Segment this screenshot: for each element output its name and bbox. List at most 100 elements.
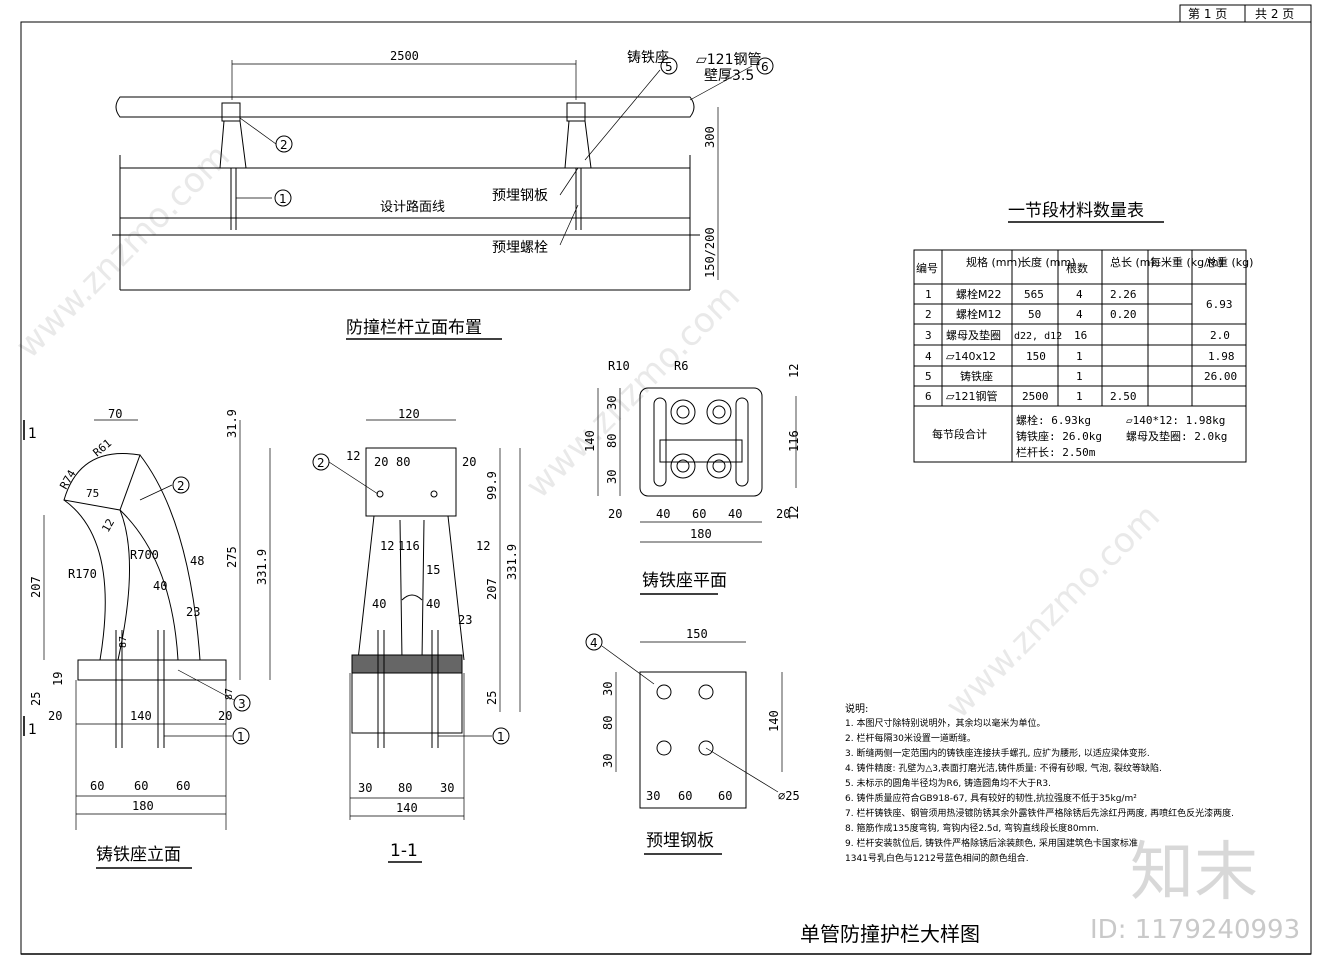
pipe-wall-label: 壁厚3.5 [704, 68, 754, 84]
dim-150-200: 150/200 [703, 227, 717, 278]
base-plate-hatch [351, 654, 463, 674]
r6-spec: ▱121钢管 [946, 389, 997, 403]
s11-callout-1: 1 [497, 730, 505, 744]
seat-callout-3: 3 [238, 697, 246, 711]
s11-dim-23: 23 [458, 613, 472, 627]
r4-len: 150 [1026, 350, 1046, 363]
notes-heading: 说明: [845, 702, 868, 715]
th-unit-weight: 每米重 (kg/m) [1150, 255, 1223, 269]
plan-20-a: 20 [608, 507, 622, 521]
plate-callout-4: 4 [590, 636, 598, 650]
svg-text:www.znzmo.com: www.znzmo.com [938, 496, 1168, 726]
th-count: 根数 [1066, 261, 1088, 275]
dim-75: 75 [86, 487, 99, 500]
r2-spec: 螺栓M12 [956, 307, 1002, 321]
callout-6: 6 [761, 60, 769, 74]
dim-60-c: 60 [176, 779, 190, 793]
s11-dim-331-9: 331.9 [505, 544, 519, 580]
plan-12-bottom: 12 [787, 506, 801, 520]
plate-60-a: 60 [678, 789, 692, 803]
r2-total: 0.20 [1110, 308, 1137, 321]
r3-weight: 2.0 [1210, 329, 1230, 342]
plan-20-b: 20 [776, 507, 790, 521]
s11-callout-2: 2 [317, 456, 325, 470]
r1-spec: 螺栓M22 [956, 287, 1002, 301]
th-no: 编号 [916, 261, 938, 275]
dim-23: 23 [186, 605, 200, 619]
note-line: 6. 铸件质量应符合GB918-67, 具有较好的韧性,抗拉强度不低于35kg/… [845, 792, 1137, 804]
dim-87-a: 87 [118, 636, 129, 648]
th-total-weight: 总重 (kg) [1206, 255, 1253, 269]
note-line: 8. 箍筋作成135度弯钩, 弯钩内径2.5d, 弯钩直线段长度80mm. [845, 822, 1099, 834]
page-indicator: 第 1 页 共 2 页 [1179, 4, 1312, 23]
dim-r700: R700 [130, 548, 159, 562]
dim-40: 40 [153, 579, 167, 593]
table-row: 4 ▱140x12 150 1 1.98 [925, 350, 1235, 363]
r3-no: 3 [925, 329, 932, 342]
r6-len: 2500 [1022, 390, 1049, 403]
s11-dim-30-a: 30 [358, 781, 372, 795]
embedded-plate-view: 150 30 80 30 140 30 60 60 ⌀25 4 预埋钢板 [585, 627, 800, 855]
seat-plan-view: R10 R6 12 30 80 30 140 116 20 40 60 40 2… [583, 359, 801, 595]
r6-total: 2.50 [1110, 390, 1137, 403]
r5-count: 1 [1076, 370, 1083, 383]
table-row: 2 螺栓M12 50 4 0.20 [925, 307, 1137, 321]
plan-r10: R10 [608, 359, 630, 373]
dim-20-left: 20 [48, 709, 62, 723]
table-title: 一节段材料数量表 [1008, 201, 1144, 221]
note-line: 1341号乳白色与1212号蓝色相间的颜色组合. [845, 852, 1029, 864]
road-line-label: 设计路面线 [380, 199, 445, 215]
plan-30-b: 30 [605, 470, 619, 484]
summary-nuts: 螺母及垫圈: 2.0kg [1126, 429, 1227, 443]
note-line: 4. 铸件精度: 孔壁为△3,表面打磨光洁,铸件质量: 不得有砂眼, 气泡, 裂… [845, 762, 1162, 774]
plan-12-top: 12 [787, 364, 801, 378]
notes: 说明: 1. 本图尺寸除特别说明外，其余均以毫米为单位。 2. 栏杆每隔30米设… [845, 702, 1234, 864]
r4-count: 1 [1076, 350, 1083, 363]
r5-weight: 26.00 [1204, 370, 1237, 383]
th-length: 长度 (mm) [1020, 255, 1076, 269]
elevation-title: 防撞栏杆立面布置 [346, 318, 482, 338]
pipe-label: ▱121钢管 [696, 52, 762, 68]
plate-30-b: 30 [601, 754, 615, 768]
dim-r170: R170 [68, 567, 97, 581]
summary-length: 栏杆长: 2.50m [1016, 445, 1096, 459]
dim-275: 275 [225, 546, 239, 568]
r1-no: 1 [925, 288, 932, 301]
dim-87-b: 87 [224, 688, 235, 700]
page-total: 共 2 页 [1255, 7, 1294, 21]
plate-title: 预埋钢板 [646, 831, 714, 851]
plate-30-c: 30 [646, 789, 660, 803]
plan-40-b: 40 [728, 507, 742, 521]
r2-count: 4 [1076, 308, 1083, 321]
s11-dim-99-9: 99.9 [485, 471, 499, 500]
r5-spec: 铸铁座 [960, 369, 993, 383]
svg-text:www.znzmo.com: www.znzmo.com [8, 136, 238, 366]
seat-label: 铸铁座 [627, 50, 669, 66]
r1-total: 2.26 [1110, 288, 1137, 301]
seat-callout-1: 1 [237, 730, 245, 744]
plate-150: 150 [686, 627, 708, 641]
plan-60: 60 [692, 507, 706, 521]
drawing-title: 单管防撞护栏大样图 [800, 922, 980, 946]
table-row: 1 螺栓M22 565 4 2.26 [925, 287, 1137, 301]
s11-dim-20-b: 20 [462, 455, 476, 469]
dim-20-right: 20 [218, 709, 232, 723]
s11-dim-40-a: 40 [372, 597, 386, 611]
table-row: 5 铸铁座 1 26.00 [925, 369, 1237, 383]
s11-dim-20-a: 20 [374, 455, 388, 469]
table-row: 3 螺母及垫圈 d22, d12 16 2.0 [925, 328, 1230, 342]
seat-callout-2: 2 [177, 479, 185, 493]
dim-19: 19 [51, 672, 65, 686]
s11-dim-80: 80 [396, 455, 410, 469]
r2-len: 50 [1028, 308, 1041, 321]
dim-60-a: 60 [90, 779, 104, 793]
r4-weight: 1.98 [1208, 350, 1235, 363]
r3-len: d22, d12 [1014, 331, 1062, 342]
seat-elevation-title: 铸铁座立面 [96, 845, 181, 865]
note-line: 7. 栏杆铸铁座、钢管须用热浸镀防锈其余外露铁件严格除锈后先涂红丹两度, 再喷红… [845, 807, 1234, 819]
plan-r6: R6 [674, 359, 688, 373]
dim-r61: R61 [91, 437, 115, 460]
s11-dim-40-b: 40 [426, 597, 440, 611]
r4-spec: ▱140x12 [946, 350, 996, 363]
plate-140: 140 [767, 710, 781, 732]
